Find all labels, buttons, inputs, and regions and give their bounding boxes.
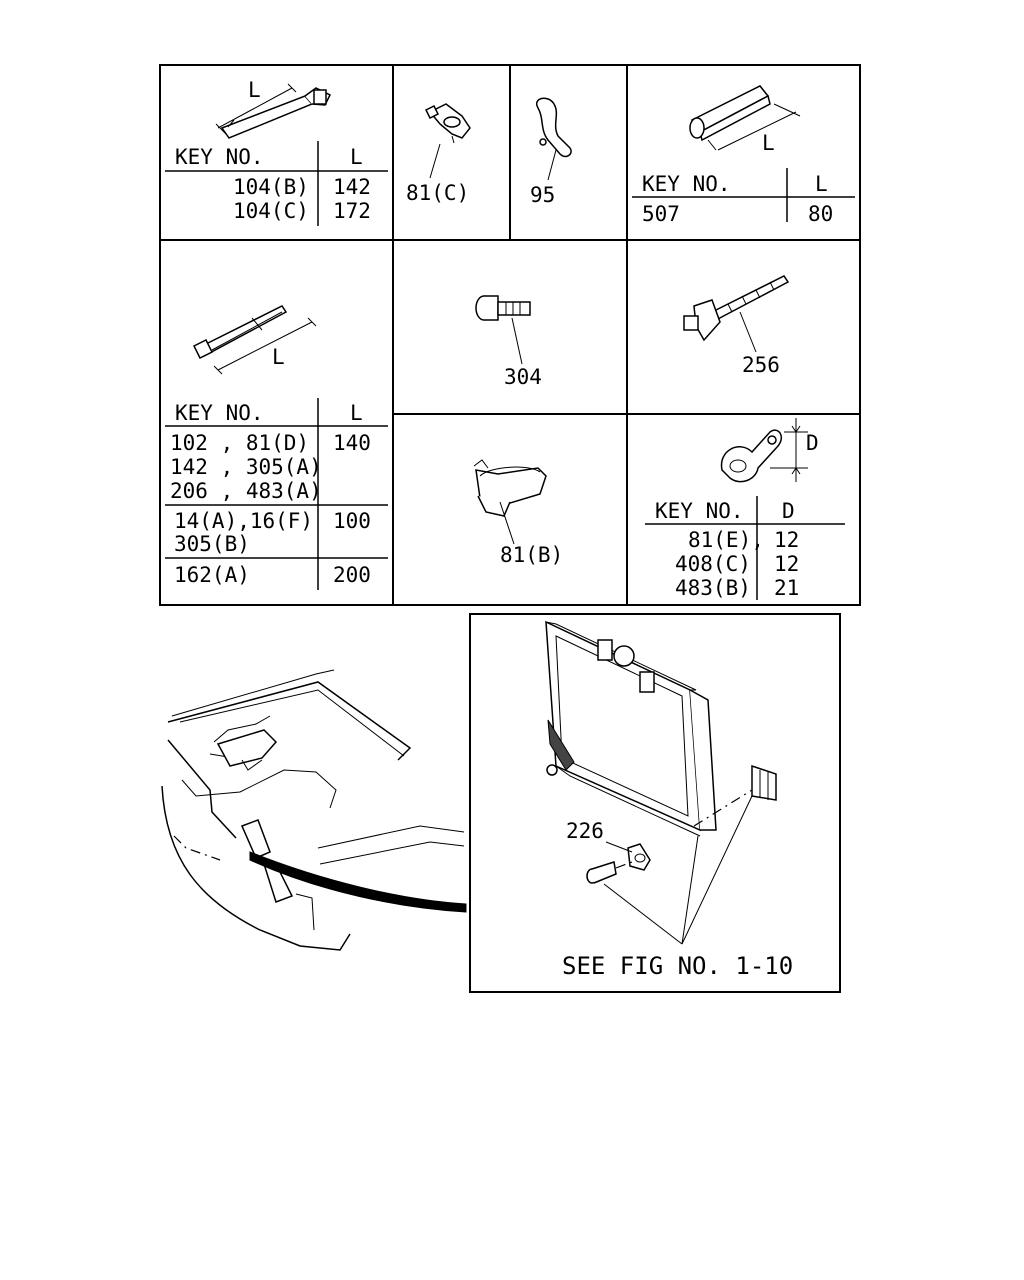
clip-226-illustration (605, 841, 651, 871)
clip-95-illustration (535, 97, 572, 181)
clip-81c-illustration (424, 103, 471, 179)
edge-clip-row-1-value: 80 (808, 202, 833, 226)
panel-hose-clip: 81(B) (473, 459, 563, 567)
panel-p-clip: D KEY NO. D 81(E), 12 408(C) 12 483(B) 2… (645, 418, 845, 600)
tie-strap-group-2-line-2: 305(B) (174, 532, 250, 556)
p-clip-row-3-value: 21 (774, 576, 799, 600)
radiator-illustration (545, 620, 717, 837)
tie-anchor-callout: 256 (742, 353, 780, 377)
clip-long-header-key: KEY NO. (175, 145, 264, 169)
tie-strap-group-2-line-1: 14(A),16(F) (174, 509, 313, 533)
edge-clip-header-value: L (815, 172, 828, 196)
tie-strap-group-3-line-1: 162(A) (174, 563, 250, 587)
p-clip-illustration (720, 418, 808, 483)
panel-edge-clip: L KEY NO. L 507 80 (632, 85, 855, 226)
hose-clip-callout: 81(B) (500, 543, 563, 567)
p-clip-header-key: KEY NO. (655, 499, 744, 523)
edge-clip-header-key: KEY NO. (642, 172, 731, 196)
clip-long-row-2-value: 172 (333, 199, 371, 223)
tie-strap-illustration (192, 305, 317, 375)
bolt-callout: 304 (504, 365, 542, 389)
clip-long-row-2-key: 104(C) (233, 199, 309, 223)
tie-strap-group-1-line-2: 142 , 305(A) (170, 455, 322, 479)
hose-clip-illustration (473, 459, 547, 545)
panel-tie-anchor: 256 (683, 275, 790, 377)
bolt-illustration (475, 295, 531, 365)
p-clip-row-2-value: 12 (774, 552, 799, 576)
panel-clip-long: L KEY NO. L 104(B) 142 104(C) 172 (165, 78, 388, 226)
panel-bolt: 304 (475, 295, 542, 389)
tie-strap-group-1-value: 140 (333, 431, 371, 455)
p-clip-row-1-value: 12 (774, 528, 799, 552)
clip-long-dimension-label: L (248, 78, 261, 102)
clip-long-row-1-key: 104(B) (233, 175, 309, 199)
p-clip-row-3-key: 483(B) (675, 576, 751, 600)
p-clip-header-value: D (782, 499, 795, 523)
tie-strap-group-3-value: 200 (333, 563, 371, 587)
panel-tie-strap: L KEY NO. L 102 , 81(D) 142 , 305(A) 206… (165, 305, 388, 590)
clip-95-callout: 95 (530, 183, 555, 207)
tie-strap-dimension-label: L (272, 345, 285, 369)
bracket-illustration (751, 764, 777, 801)
p-clip-dimension-label: D (806, 431, 819, 455)
parts-grid (159, 64, 861, 606)
edge-clip-illustration (689, 85, 801, 151)
clip-long-header-value: L (350, 145, 363, 169)
tie-strap-group-2-value: 100 (333, 509, 371, 533)
tie-strap-group-1-line-3: 206 , 483(A) (170, 479, 322, 503)
panel-clip-81c: 81(C) (406, 103, 471, 205)
tie-strap-header-value: L (350, 401, 363, 425)
edge-clip-dimension-label: L (762, 131, 775, 155)
tie-strap-header-key: KEY NO. (175, 401, 264, 425)
p-clip-row-1-key: 81(E), (688, 528, 764, 552)
radiator-detail-box: 226 SEE FIG NO. 1-10 (469, 613, 841, 993)
tie-anchor-illustration (683, 275, 790, 353)
bolt-226-illustration (586, 861, 633, 884)
vehicle-front-illustration (161, 669, 467, 951)
detail-reference-note: SEE FIG NO. 1-10 (562, 952, 793, 980)
panel-clip-95: 95 (530, 97, 572, 207)
edge-clip-row-1-key: 507 (642, 202, 680, 226)
p-clip-row-2-key: 408(C) (675, 552, 751, 576)
clip-81c-callout: 81(C) (406, 181, 469, 205)
detail-callout-226: 226 (566, 819, 604, 843)
tie-strap-group-1-line-1: 102 , 81(D) (170, 431, 309, 455)
clip-long-illustration (215, 83, 332, 139)
clip-long-row-1-value: 142 (333, 175, 371, 199)
